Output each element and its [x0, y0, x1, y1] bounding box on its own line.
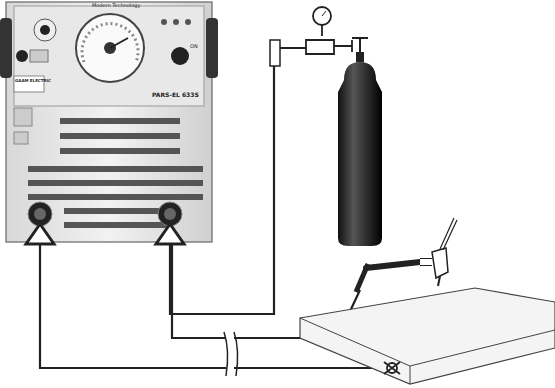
model-text: PARS-EL 633S: [152, 92, 199, 98]
current-dial: [76, 14, 144, 82]
machine-housing: [6, 2, 212, 242]
regulator: [280, 25, 352, 54]
front-panel: [14, 6, 204, 106]
switch-text: ON: [190, 44, 198, 49]
flowmeter: [270, 40, 280, 66]
plug: [26, 224, 54, 244]
valve: [352, 38, 368, 52]
gas-cylinder: [338, 62, 382, 246]
ground-clamp: [384, 362, 400, 374]
gas-hose: [170, 62, 274, 314]
plug: [156, 224, 184, 244]
slogan-text: Modern Technology: [92, 3, 140, 8]
break-mark: [224, 330, 238, 376]
brand-text: GAAM ELECTRIC: [15, 79, 51, 83]
knob-scale: [34, 19, 56, 41]
knob: [40, 25, 50, 35]
pressure-gauge: [313, 7, 331, 25]
workpiece: [300, 288, 555, 384]
handle: [206, 18, 218, 78]
tig-torch: [356, 218, 457, 292]
vent-slots: [28, 118, 203, 228]
main-switch: [171, 47, 189, 65]
handle: [0, 18, 12, 78]
knob: [16, 50, 28, 62]
switch: [30, 50, 48, 62]
